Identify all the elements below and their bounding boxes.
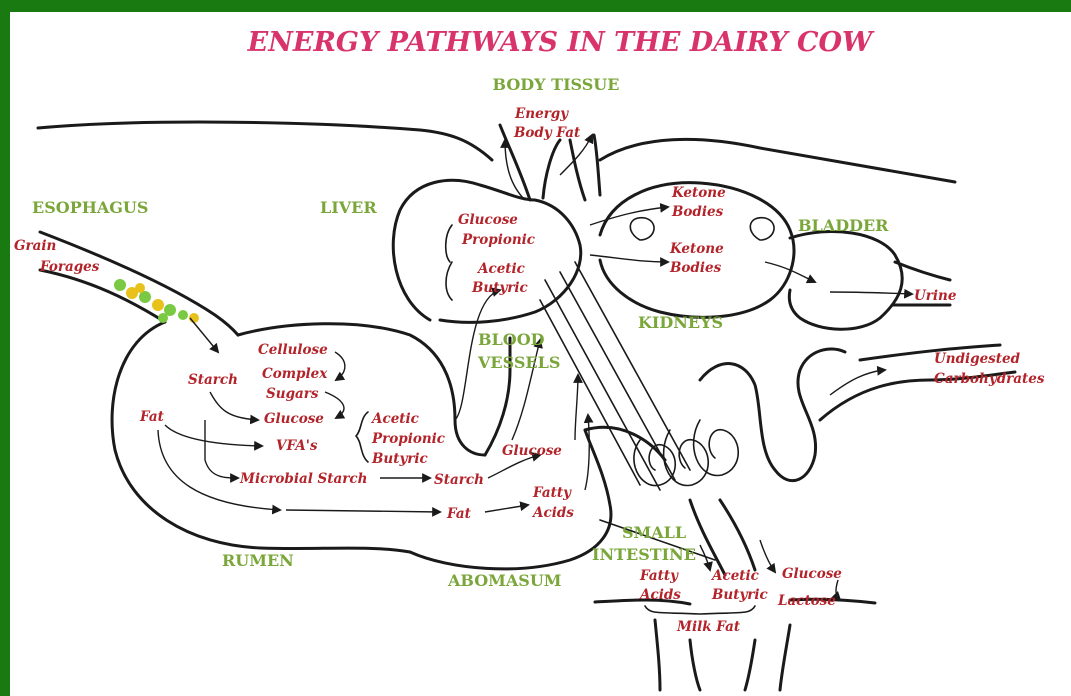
organ-label-small: SMALL <box>622 523 686 542</box>
label-urine: Urine <box>914 288 957 304</box>
liver-inner-bracket <box>446 225 452 300</box>
label-undigested: Undigested <box>934 351 1021 367</box>
milk-fat-brace <box>645 606 755 614</box>
label-sugars: Sugars <box>266 386 319 402</box>
label-complex: Complex <box>262 366 328 382</box>
label-milk-fat: Milk Fat <box>676 619 741 635</box>
kidney-loop-right <box>750 218 774 240</box>
label-forages: Forages <box>39 259 100 275</box>
label-milk-acids: Acids <box>638 587 681 603</box>
intestine-coil-2 <box>664 430 709 485</box>
label-milk-glucose: Glucose <box>782 566 842 582</box>
label-liver-glucose: Glucose <box>458 212 518 228</box>
intestine-coil-3 <box>694 420 739 475</box>
organ-label-vessels: VESSELS <box>477 353 560 372</box>
organ-label-blood: BLOOD <box>478 330 545 349</box>
organ-label-esophagus: ESOPHAGUS <box>32 198 148 217</box>
rumen-vfa-brace <box>356 412 368 462</box>
label-fatty: Fatty <box>532 485 572 501</box>
kidney-loop-left <box>630 218 654 240</box>
label-starch: Starch <box>188 372 238 388</box>
label-ketone-1: Ketone <box>671 185 726 201</box>
organ-label-abomasum: ABOMASUM <box>447 571 562 590</box>
blood-vessel-2 <box>560 272 675 480</box>
organ-label-bladder: BLADDER <box>798 216 889 235</box>
label-liver-acetic: Acetic <box>476 261 525 277</box>
back-line-right <box>600 139 955 182</box>
label-microbial-starch: Microbial Starch <box>239 471 367 487</box>
label-acids: Acids <box>531 505 574 521</box>
label-rumen-glucose: Glucose <box>264 411 324 427</box>
intestine-lower <box>690 500 755 575</box>
label-body-fat: Body Fat <box>513 125 581 141</box>
organ-label-intestine: INTESTINE <box>592 545 696 564</box>
label-cellulose: Cellulose <box>258 342 328 358</box>
label-carbohydrates: Carbohydrates <box>934 371 1045 387</box>
label-abomasum-fat: Fat <box>446 506 472 522</box>
label-lactose: Lactose <box>777 593 836 609</box>
label-starch-2: Starch <box>434 472 484 488</box>
label-bodies-2: Bodies <box>669 260 722 276</box>
back-line <box>38 122 492 160</box>
label-liver-propionic: Propionic <box>461 232 535 248</box>
label-milk-butyric: Butyric <box>711 587 768 603</box>
label-butyric: Butyric <box>371 451 428 467</box>
organ-label-body-tissue: BODY TISSUE <box>493 75 620 94</box>
label-fat: Fat <box>139 409 165 425</box>
organ-label-rumen: RUMEN <box>222 551 294 570</box>
label-ketone-2: Ketone <box>669 241 724 257</box>
intestine-coil-big <box>700 349 845 481</box>
label-milk-acetic: Acetic <box>710 568 759 584</box>
label-vfas: VFA's <box>276 438 318 454</box>
label-acetic: Acetic <box>370 411 419 427</box>
label-bodies-1: Bodies <box>671 204 724 220</box>
label-liver-butyric: Butyric <box>471 280 528 296</box>
label-grain: Grain <box>14 238 56 254</box>
label-energy: Energy <box>514 106 569 122</box>
diagram-title: ENERGY PATHWAYS IN THE DAIRY COW <box>247 27 875 58</box>
bladder-outline <box>789 232 902 330</box>
organ-label-liver: LIVER <box>320 198 377 217</box>
label-abomasum-glucose: Glucose <box>502 443 562 459</box>
label-milk-fatty: Fatty <box>639 568 679 584</box>
label-propionic: Propionic <box>371 431 445 447</box>
organ-label-kidneys: KIDNEYS <box>638 313 723 332</box>
